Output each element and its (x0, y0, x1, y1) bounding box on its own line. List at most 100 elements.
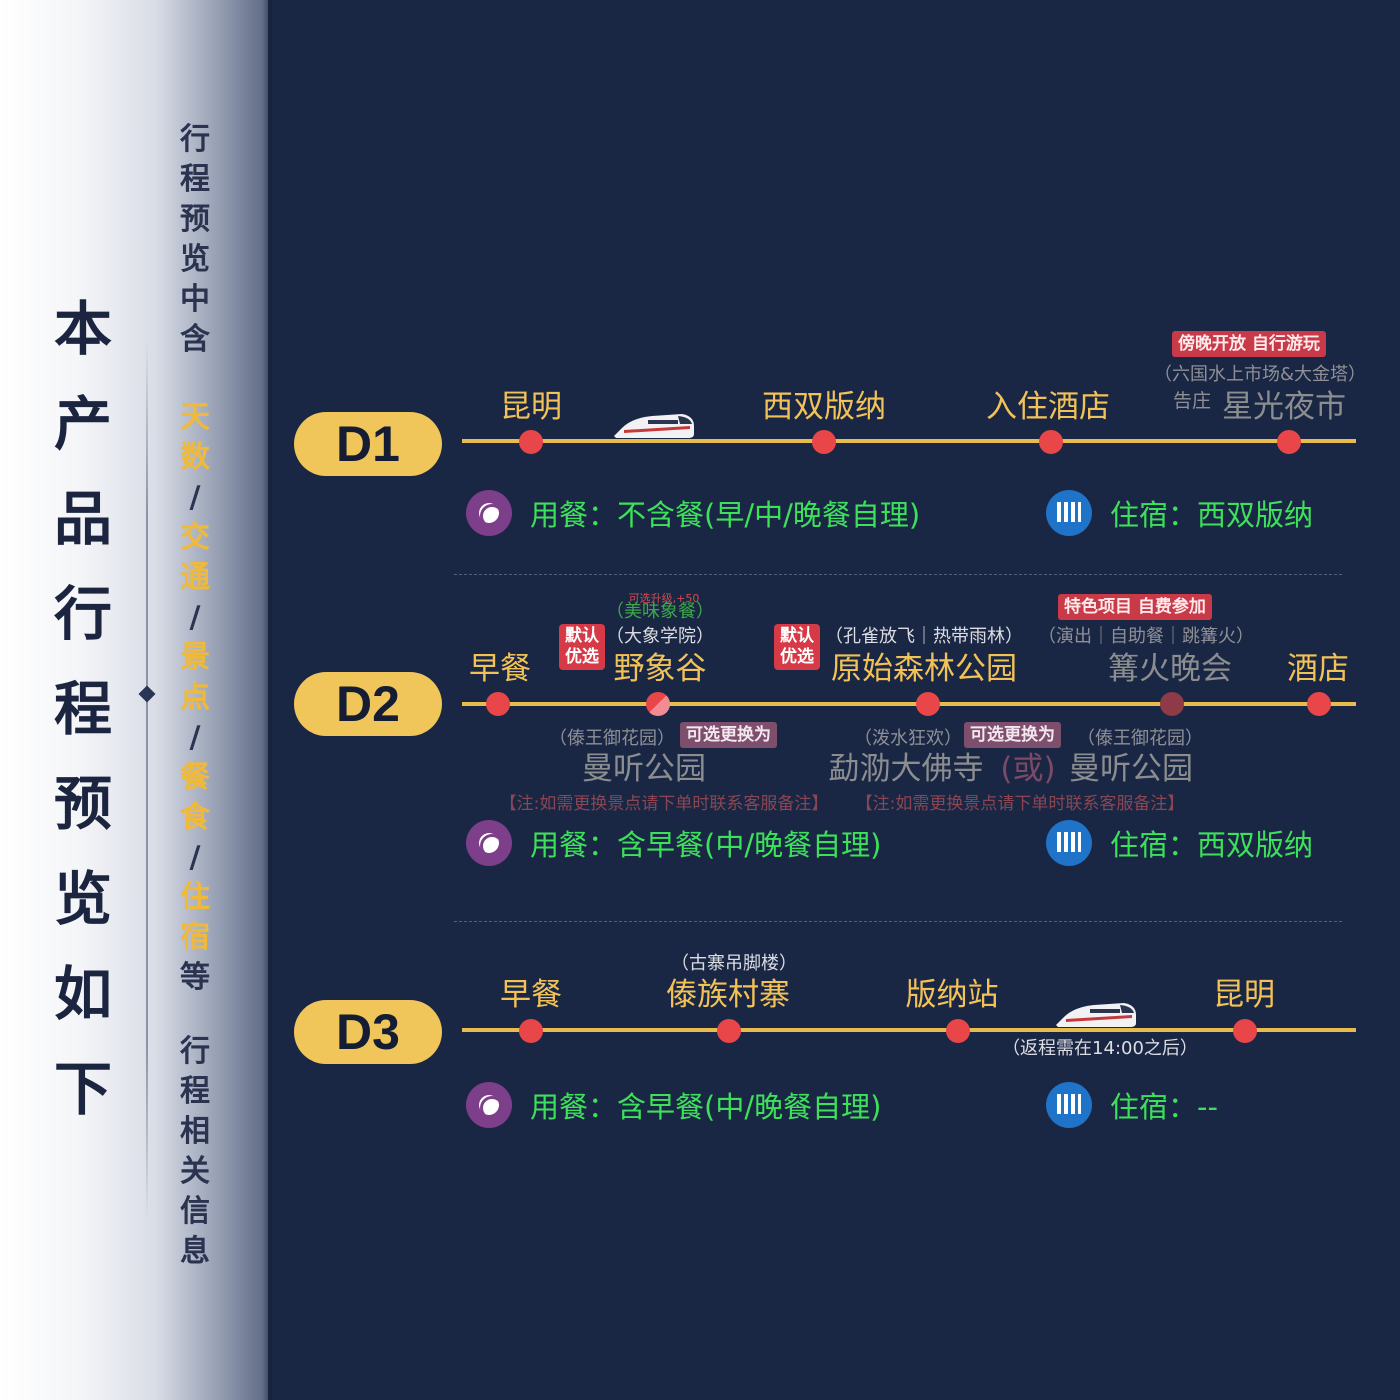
meal-icon (466, 1082, 512, 1128)
stop-label: 酒店 (1287, 651, 1349, 687)
title-char: 如 (53, 960, 112, 1028)
subtitle-char: / (189, 480, 201, 515)
stop-label: 原始森林公园 (831, 651, 1017, 687)
subtitle-char: 交 (180, 520, 210, 555)
title-char: 程 (53, 675, 112, 743)
upgrade-meal: （美味象餐） (606, 601, 714, 622)
day-separator (454, 921, 1342, 922)
stay-info: 住宿：西双版纳 (1046, 490, 1313, 536)
subtitle-char: 天 (180, 400, 210, 435)
train-icon (1056, 1003, 1136, 1027)
default-choice-stamp: 默认优选 (559, 624, 605, 670)
stay-text: 住宿：西双版纳 (1110, 828, 1314, 862)
stay-info: 住宿：西双版纳 (1046, 820, 1313, 866)
title-char: 产 (53, 390, 112, 458)
stop-label: 早餐 (469, 651, 531, 687)
title-char: 预 (53, 770, 112, 838)
stay-text: 住宿：西双版纳 (1110, 498, 1314, 532)
vertical-subtitle-3: 行程相关信息 (176, 1032, 214, 1272)
stop-note: （孔雀放飞｜热带雨林） (825, 626, 1023, 647)
meal-info: 用餐：不含餐(早/中/晚餐自理) (466, 490, 920, 536)
meal-icon (466, 820, 512, 866)
title-char: 览 (53, 865, 112, 933)
subtitle-char: 含 (180, 322, 210, 357)
timeline-dot (946, 1019, 970, 1043)
timeline-dot (519, 1019, 543, 1043)
subtitle-char: 等 (180, 960, 210, 995)
meal-text: 用餐：含早餐(中/晚餐自理) (530, 828, 882, 862)
subtitle-char: 信 (180, 1194, 210, 1229)
subtitle-char: 预 (180, 202, 210, 237)
subtitle-char: 数 (180, 440, 210, 475)
stop-label: 版纳站 (905, 977, 999, 1013)
timeline-dot (1277, 430, 1301, 454)
subtitle-char: 相 (180, 1114, 210, 1149)
day-badge: D1 (294, 412, 442, 476)
alt-or: (或) (1000, 751, 1056, 787)
subtitle-char: 行 (180, 122, 210, 157)
stop-label: 昆明 (500, 389, 562, 425)
stop-label: 早餐 (500, 977, 562, 1013)
alt-stop: 勐泐大佛寺 (828, 751, 984, 787)
subtitle-char: 点 (180, 680, 210, 715)
vertical-title: 本产品行程预览如下 (48, 282, 118, 1137)
alt-stop: 曼听公园 (1069, 751, 1193, 787)
subtitle-char: 住 (180, 880, 210, 915)
title-char: 品 (53, 485, 112, 553)
alt-remark: 【注:如需更换景点请下单时联系客服备注】 (855, 794, 1185, 814)
timeline-dot (486, 692, 510, 716)
alt-stop: 曼听公园 (582, 751, 706, 787)
subtitle-char: 中 (180, 282, 210, 317)
panel-edge-shadow (262, 0, 272, 1400)
alt-tag: 可选更换为 (964, 722, 1061, 748)
subtitle-char: 宿 (180, 920, 210, 955)
subtitle-char: 览 (180, 242, 210, 277)
subtitle-char: / (189, 840, 201, 875)
stop-note: （演出｜自助餐｜跳篝火） (1038, 626, 1254, 647)
stop-note: （大象学院） (606, 626, 714, 647)
meal-icon (466, 490, 512, 536)
stop-label: 傣族村寨 (666, 977, 790, 1013)
subtitle-char: / (189, 720, 201, 755)
timeline-dot (717, 1019, 741, 1043)
stop-note: （古寨吊脚楼） (671, 953, 797, 974)
stop-label: 篝火晚会 (1108, 651, 1232, 687)
subtitle-char: 程 (180, 162, 210, 197)
timeline-dot (1039, 430, 1063, 454)
hotel-icon (1046, 490, 1092, 536)
stop-prefix: 告庄 (1172, 390, 1212, 412)
subtitle-char: 行 (180, 1034, 210, 1069)
hotel-icon (1046, 820, 1092, 866)
stop-label: 星光夜市 (1222, 389, 1346, 425)
timeline-dot (916, 692, 940, 716)
vertical-subtitle-2: 天数/交通/景点/餐食/住宿等 (176, 398, 214, 998)
return-note: （返程需在14:00之后） (1002, 1038, 1198, 1059)
meal-info: 用餐：含早餐(中/晚餐自理) (466, 820, 881, 866)
sidebar-panel: 本产品行程预览如下 行程预览中含 天数/交通/景点/餐食/住宿等 行程相关信息 (0, 0, 268, 1400)
timeline-dot (1307, 692, 1331, 716)
title-char: 本 (53, 295, 112, 363)
vertical-subtitle-1: 行程预览中含 (176, 120, 214, 360)
subtitle-char: 食 (180, 800, 210, 835)
default-choice-stamp: 默认优选 (774, 624, 820, 670)
open-hours-tag: 傍晚开放 自行游玩 (1172, 331, 1326, 357)
alt-remark: 【注:如需更换景点请下单时联系客服备注】 (499, 794, 829, 814)
alt-note: （傣王御花园） (1077, 728, 1203, 749)
stop-label: 入住酒店 (986, 389, 1110, 425)
day-separator (454, 574, 1342, 575)
subtitle-char: 餐 (180, 760, 210, 795)
optional-item-tag: 特色项目 自费参加 (1058, 594, 1212, 620)
meal-text: 用餐：含早餐(中/晚餐自理) (530, 1090, 882, 1124)
subtitle-char: / (189, 600, 201, 635)
stay-text: 住宿：-- (1110, 1090, 1218, 1124)
stay-info: 住宿：-- (1046, 1082, 1218, 1128)
timeline-dot (646, 692, 670, 716)
subtitle-char: 关 (180, 1154, 210, 1189)
title-char: 下 (53, 1055, 112, 1123)
meal-info: 用餐：含早餐(中/晚餐自理) (466, 1082, 881, 1128)
day-badge: D3 (294, 1000, 442, 1064)
subtitle-char: 程 (180, 1074, 210, 1109)
subtitle-char: 景 (180, 640, 210, 675)
alt-tag: 可选更换为 (680, 722, 777, 748)
title-char: 行 (53, 580, 112, 648)
